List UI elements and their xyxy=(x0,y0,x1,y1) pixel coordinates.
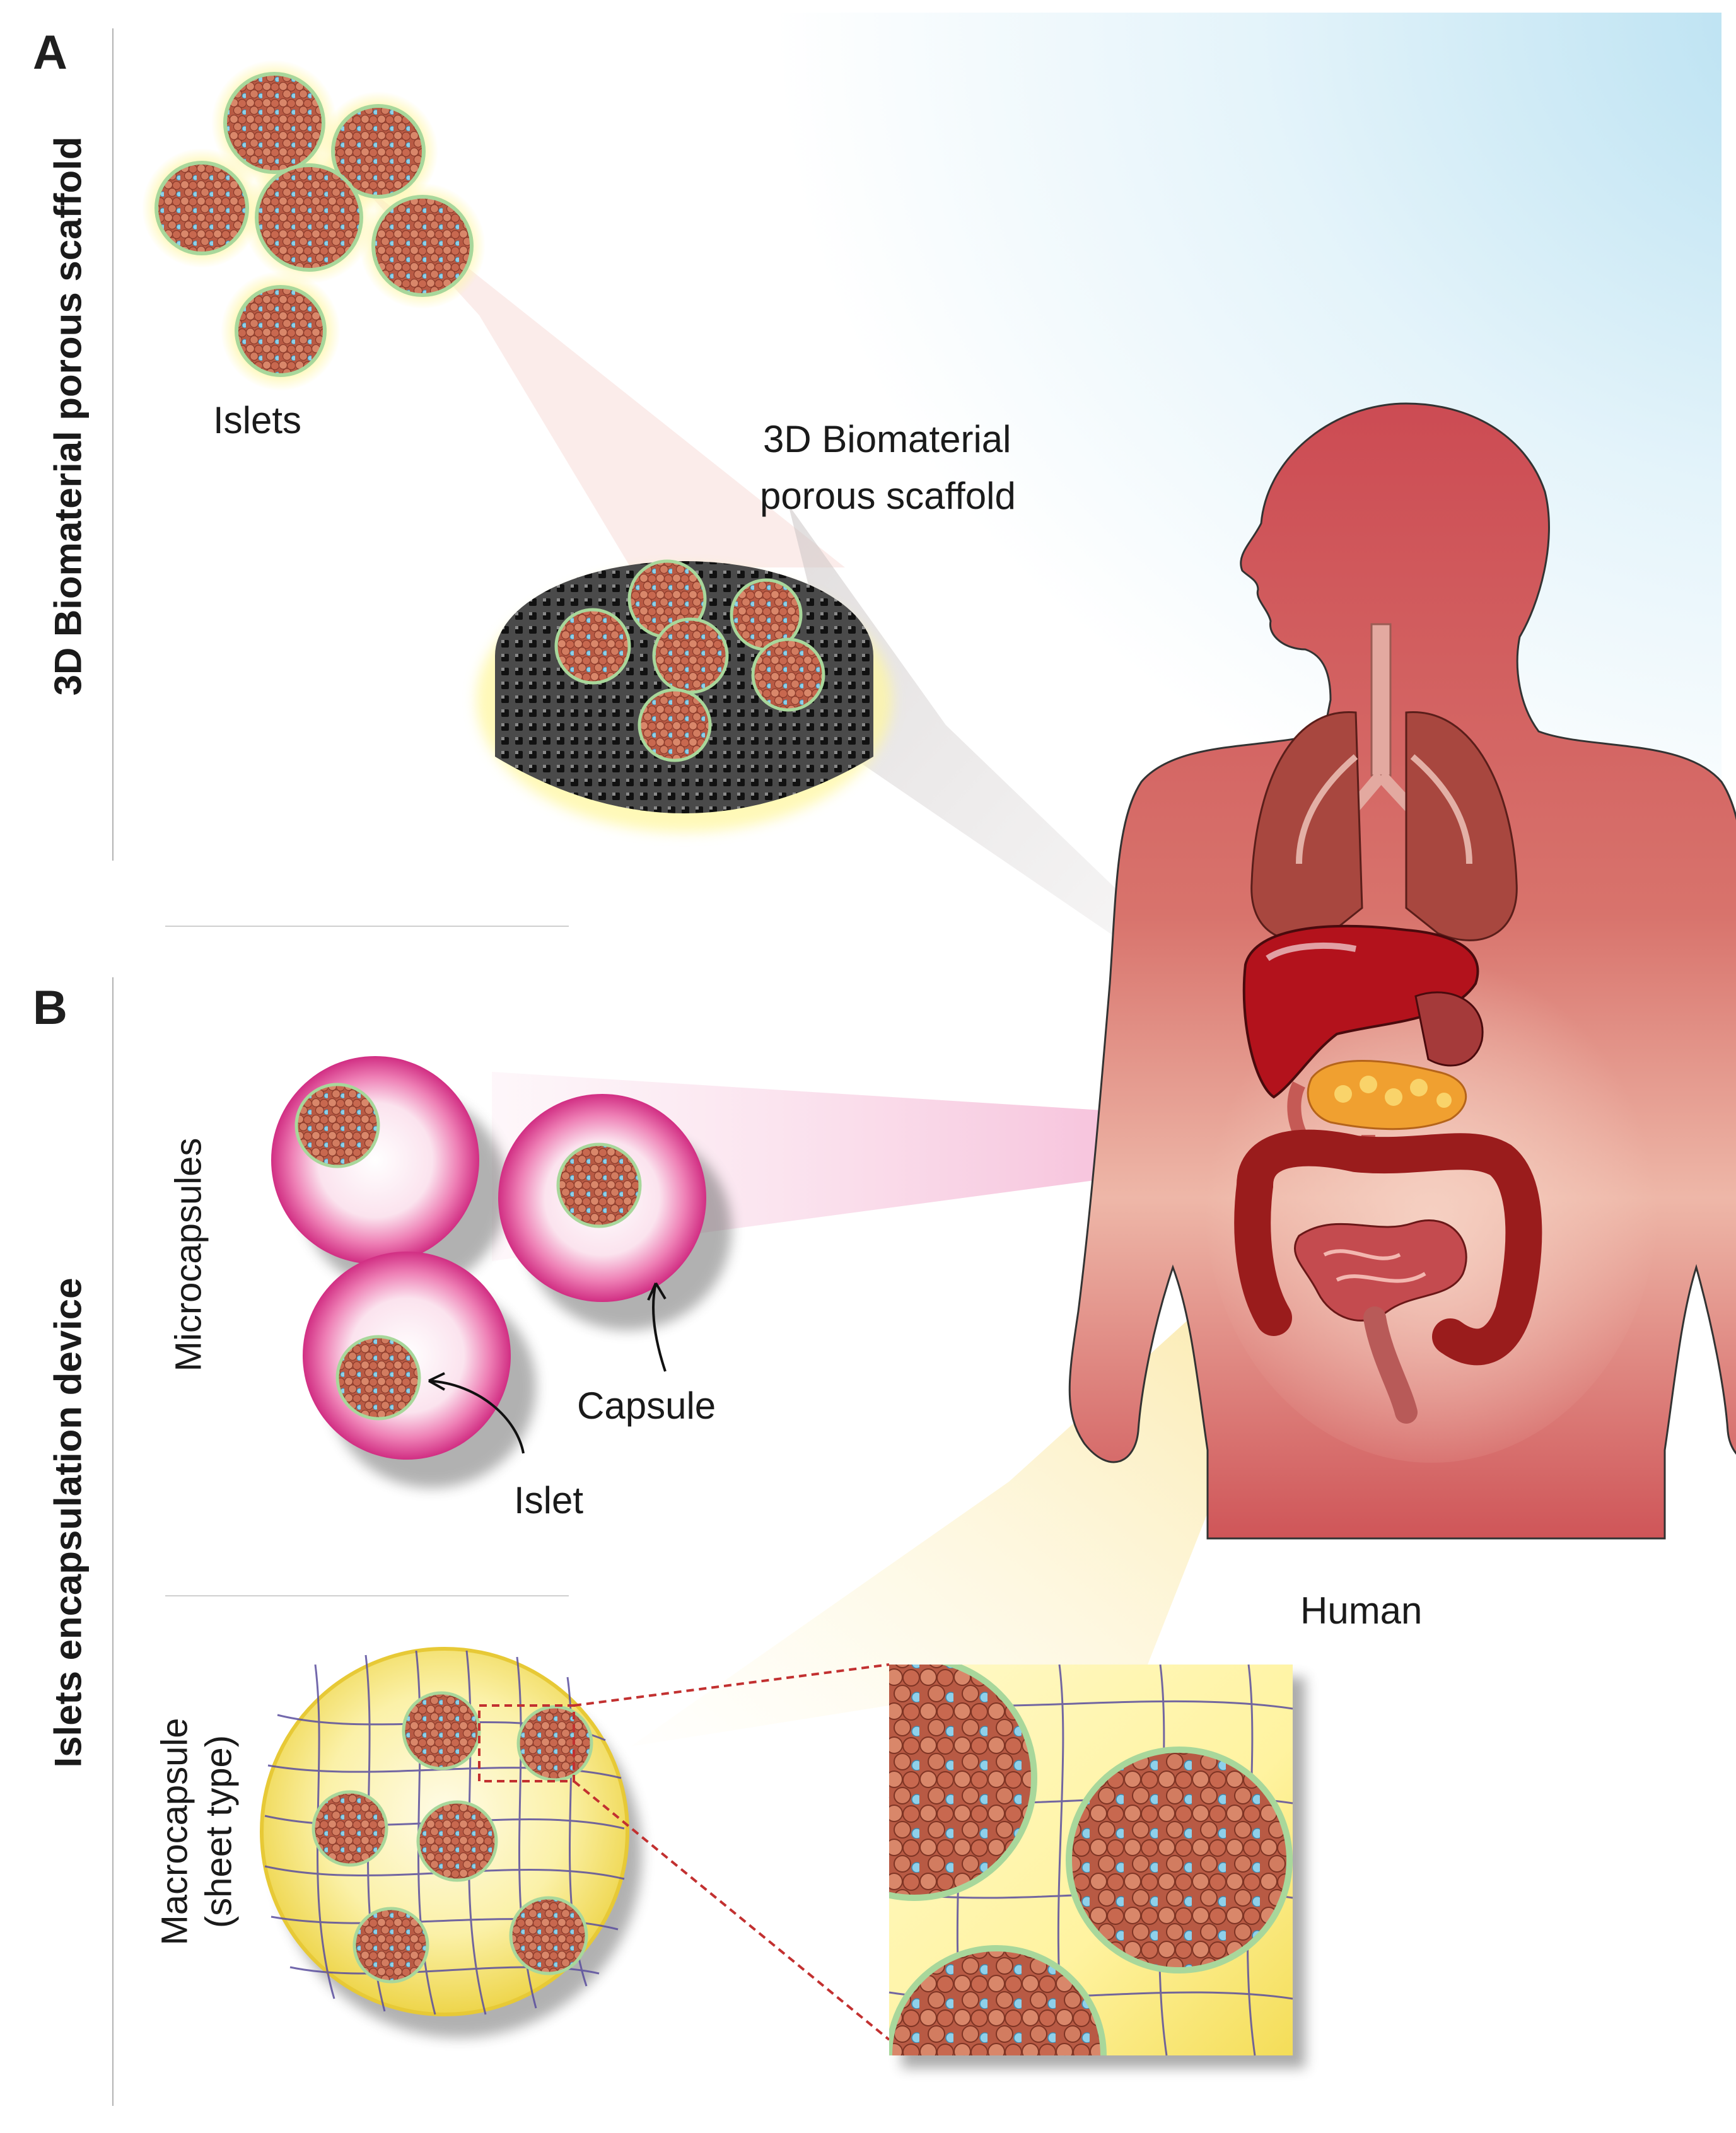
capsule-pointer-arrow xyxy=(652,1282,667,1372)
beam-macrocapsule-to-abdomen xyxy=(631,1185,1337,1747)
islet-pointer-arrow xyxy=(428,1380,525,1454)
panel-a-vertical-title: 3D Biomaterial porous scaffold xyxy=(47,136,90,696)
section-separator-ab xyxy=(165,926,569,927)
islets-label: Islets xyxy=(213,399,302,441)
scaffold-label-line1: 3D Biomaterial xyxy=(763,418,1011,460)
macrocapsule-label-line2: (sheet type) xyxy=(198,1735,240,1929)
panel-a-letter: A xyxy=(33,26,67,79)
panel-b-vertical-title: Islets encapsulation device xyxy=(47,1277,90,1768)
panel-b-divider xyxy=(112,977,114,2106)
zoom-region-marker xyxy=(478,1704,575,1782)
macrocapsule-label-line1: Macrocapsule xyxy=(154,1717,195,1946)
panel-a-divider xyxy=(112,28,114,861)
microcapsules-group xyxy=(271,1056,731,1488)
organs xyxy=(1234,623,1542,1424)
islet-label: Islet xyxy=(514,1479,584,1521)
beam-scaffold-to-liver xyxy=(788,504,1280,1047)
islets-cluster xyxy=(142,60,486,391)
human-label: Human xyxy=(1300,1590,1423,1632)
macrocapsule-sheet xyxy=(260,1647,642,2038)
scaffold-disk xyxy=(476,559,892,832)
microcapsules-label: Microcapsules xyxy=(168,1137,209,1372)
zoom-guide-top xyxy=(573,1663,890,1707)
capsule-label: Capsule xyxy=(577,1385,716,1427)
scaffold-label-line2: porous scaffold xyxy=(760,475,1016,517)
zoom-inset xyxy=(888,1664,1305,2068)
panel-b-letter: B xyxy=(33,981,67,1035)
section-separator-micro-macro xyxy=(165,1595,569,1596)
zoom-guide-bottom xyxy=(573,1780,890,2041)
